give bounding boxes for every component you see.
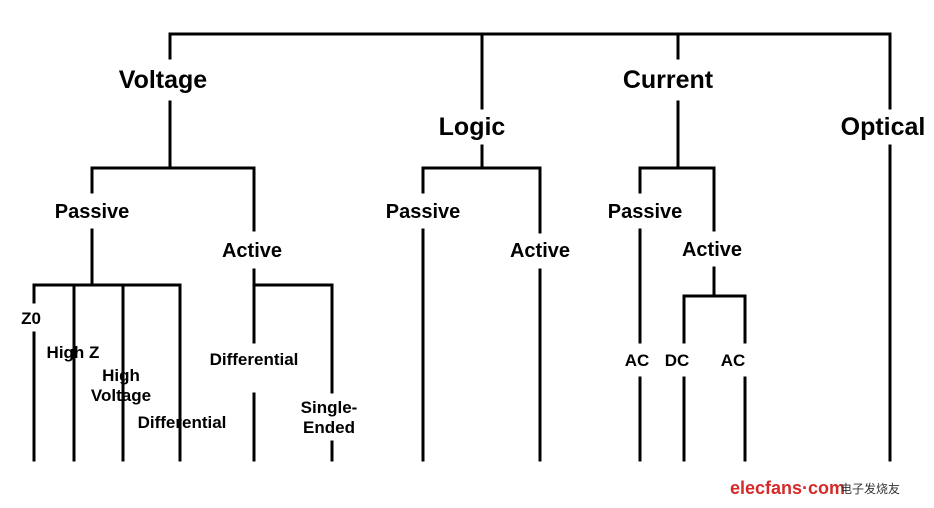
watermark-cn-text: 电子发烧友 — [840, 481, 900, 496]
watermark-logo: elecfans·com — [730, 478, 845, 498]
tree-connectors — [32, 32, 892, 462]
node-current-passive: Passive — [608, 201, 683, 223]
node-logic-passive: Passive — [386, 201, 461, 223]
node-current-active-dc: DC — [665, 351, 690, 370]
node-current-passive-ac: AC — [625, 351, 650, 370]
node-high-voltage-line2: Voltage — [91, 386, 151, 405]
node-voltage-active: Active — [222, 240, 282, 262]
node-current-active: Active — [682, 239, 742, 261]
node-active-differential: Differential — [210, 350, 299, 369]
node-logic: Logic — [439, 113, 506, 141]
watermark: elecfans·com 电子发烧友 — [730, 478, 900, 498]
node-optical: Optical — [841, 113, 926, 141]
tree-labels: Voltage Logic Current Optical Passive Ac… — [21, 66, 925, 437]
node-z0: Z0 — [21, 309, 41, 328]
node-current: Current — [623, 66, 714, 94]
node-voltage: Voltage — [119, 66, 208, 94]
node-voltage-passive: Passive — [55, 201, 130, 223]
node-current-active-ac: AC — [721, 351, 746, 370]
node-logic-active: Active — [510, 240, 570, 262]
node-single-ended-line1: Single- — [301, 398, 358, 417]
node-high-voltage-line1: High — [102, 366, 140, 385]
node-single-ended-line2: Ended — [303, 418, 355, 437]
node-high-z: High Z — [47, 343, 100, 362]
node-passive-differential: Differential — [138, 413, 227, 432]
